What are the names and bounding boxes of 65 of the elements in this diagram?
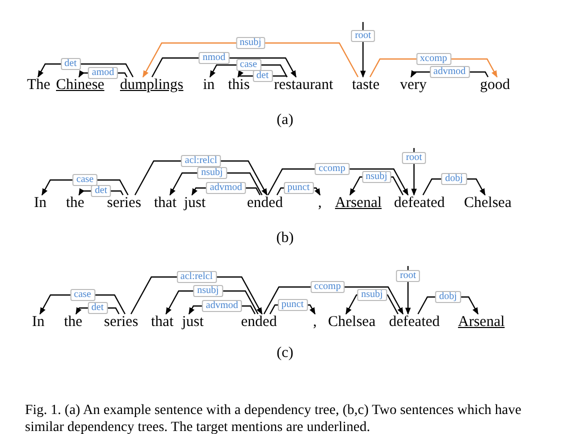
word: just: [182, 315, 204, 330]
edge-label: nsubj: [197, 167, 227, 179]
edge-label: punct: [283, 182, 314, 194]
edge-label: case: [236, 59, 262, 71]
edge-label: det: [252, 70, 273, 82]
edge-label: case: [72, 174, 98, 186]
subfigure-label: (a): [276, 112, 294, 129]
edge-label: xcomp: [416, 53, 452, 65]
edge-label: nsubj: [236, 37, 266, 49]
edge-label: punct: [277, 299, 308, 311]
edge-label: advmod: [206, 182, 246, 194]
edge-label: dobj: [441, 173, 467, 185]
word: the: [66, 196, 84, 211]
word: In: [32, 315, 44, 330]
edge-label: acl:relcl: [176, 271, 217, 283]
word: in: [203, 78, 215, 93]
edge-label: root: [396, 270, 420, 282]
subfigure-label: (b): [276, 230, 294, 247]
edge-label: amod: [88, 67, 118, 79]
dependency-arrow: [37, 63, 134, 78]
dependency-arrow: [142, 42, 359, 78]
word: Chelsea: [464, 196, 512, 211]
word: The: [27, 78, 50, 93]
edge-label: advmod: [429, 66, 470, 78]
word: series: [104, 315, 138, 330]
word: very: [400, 78, 427, 93]
word: that: [151, 315, 174, 330]
edge-label: det: [90, 185, 112, 197]
word: good: [480, 78, 510, 93]
word: the: [64, 315, 82, 330]
edge-label: acl:relcl: [180, 155, 222, 167]
edge-label: det: [87, 302, 108, 314]
word: Arsenal: [458, 315, 505, 330]
word: restaurant: [274, 78, 334, 93]
word: defeated: [394, 196, 445, 211]
edge-label: nsubj: [357, 289, 387, 301]
word: Chelsea: [328, 315, 376, 330]
word: ,: [313, 315, 317, 330]
word: series: [107, 196, 142, 211]
edge-label: root: [402, 152, 426, 164]
word: ended: [247, 196, 283, 211]
word: Arsenal: [335, 196, 382, 211]
edge-label: ccomp: [314, 163, 350, 175]
word: dumplings: [120, 78, 184, 93]
edge-label: dobj: [435, 291, 461, 303]
figure-caption: Fig. 1. (a) An example sentence with a dependency tree, (b,c) Two sentences which have similar dependency trees. The target mentions are underlined.: [25, 402, 522, 434]
edge-label: nsubj: [362, 171, 392, 183]
word: ,: [318, 196, 322, 211]
edge-label: case: [70, 289, 96, 301]
edge-label: ccomp: [310, 281, 345, 293]
edge-label: nmod: [198, 52, 230, 64]
word: this: [228, 78, 250, 93]
word: In: [34, 196, 46, 211]
dependency-arrow: [78, 188, 124, 196]
edge-label: root: [350, 30, 376, 42]
word: taste: [352, 78, 380, 93]
word: ended: [241, 315, 277, 330]
subfigure-label: (c): [276, 345, 294, 362]
word: Chinese: [56, 78, 104, 93]
word: just: [184, 196, 206, 211]
word: that: [154, 196, 176, 211]
edge-label: det: [60, 58, 81, 70]
word: defeated: [389, 315, 440, 330]
edge-label: advmod: [202, 300, 242, 312]
edge-label: nsubj: [193, 285, 223, 297]
